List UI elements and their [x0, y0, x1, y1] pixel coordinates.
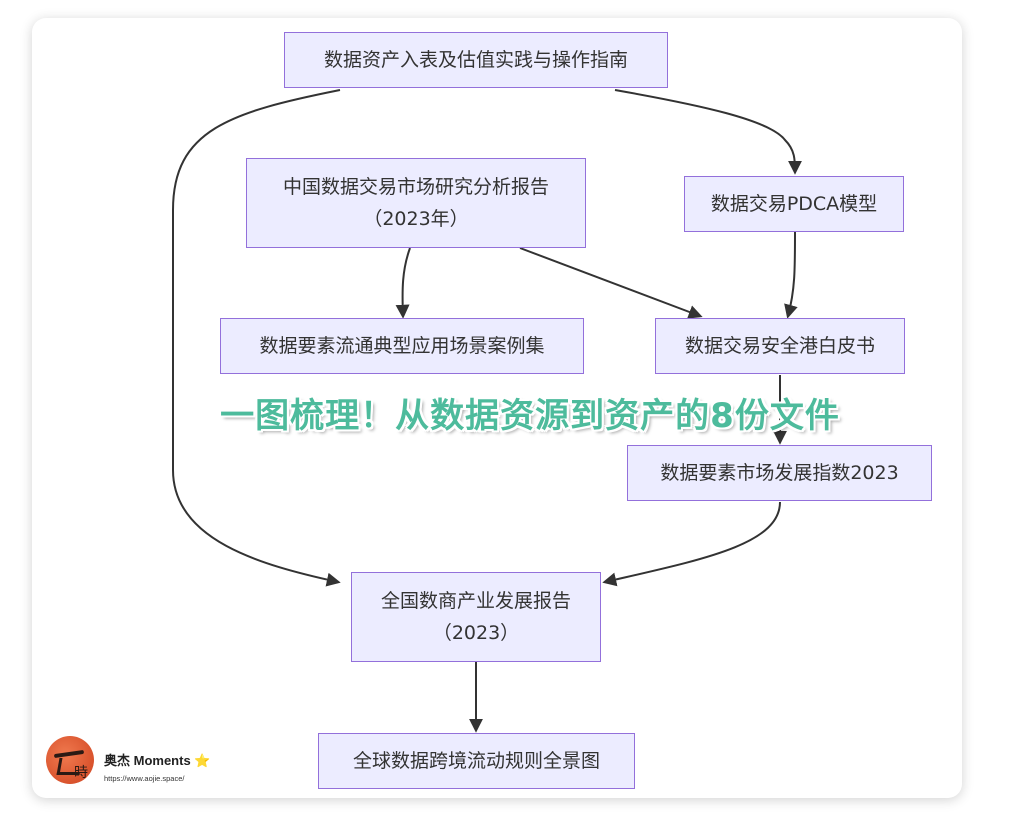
- watermark: 時 奥杰 Moments ⭐ https://www.aojie.space/: [46, 736, 246, 786]
- watermark-name-text: 奥杰 Moments: [104, 753, 191, 768]
- node-national-data-business-report[interactable]: 全国数商产业发展报告 （2023）: [351, 572, 601, 662]
- node-label: 数据资产入表及估值实践与操作指南: [323, 49, 628, 71]
- node-label: 数据交易安全港白皮书: [684, 335, 875, 357]
- overlay-title: 一图梳理！从数据资源到资产的8份文件: [220, 396, 840, 436]
- edge-n2-n5: [519, 247, 703, 319]
- node-label: 数据要素流通典型应用场景案例集: [259, 335, 545, 357]
- node-pdca-model[interactable]: 数据交易PDCA模型: [684, 176, 904, 232]
- node-market-index-2023[interactable]: 数据要素市场发展指数2023: [627, 445, 932, 501]
- edge-n3-n5: [784, 231, 798, 319]
- node-label: 全国数商产业发展报告 （2023）: [380, 590, 571, 644]
- node-data-asset-valuation-guide[interactable]: 数据资产入表及估值实践与操作指南: [284, 32, 668, 88]
- edge-n2-n4: [395, 247, 411, 319]
- node-safe-harbor-whitepaper[interactable]: 数据交易安全港白皮书: [655, 318, 905, 374]
- diagram-card: [32, 18, 962, 798]
- node-cross-border-rules-map[interactable]: 全球数据跨境流动规则全景图: [318, 733, 635, 789]
- node-application-cases[interactable]: 数据要素流通典型应用场景案例集: [220, 318, 584, 374]
- avatar: 時: [46, 736, 94, 784]
- edge-n1-n3: [614, 89, 802, 175]
- star-icon: ⭐: [194, 753, 211, 768]
- edge-n1-n7: [172, 89, 341, 587]
- node-label: 数据要素市场发展指数2023: [660, 462, 899, 484]
- node-label: 中国数据交易市场研究分析报告 （2023年）: [282, 176, 549, 230]
- node-china-data-trade-report[interactable]: 中国数据交易市场研究分析报告 （2023年）: [246, 158, 586, 248]
- watermark-name: 奥杰 Moments ⭐: [104, 750, 210, 769]
- node-label: 数据交易PDCA模型: [710, 193, 878, 215]
- watermark-url: https://www.aojie.space/: [104, 774, 185, 783]
- node-label: 全球数据跨境流动规则全景图: [352, 750, 600, 772]
- edge-n6-n7: [602, 501, 781, 587]
- avatar-glyph: 時: [74, 765, 88, 781]
